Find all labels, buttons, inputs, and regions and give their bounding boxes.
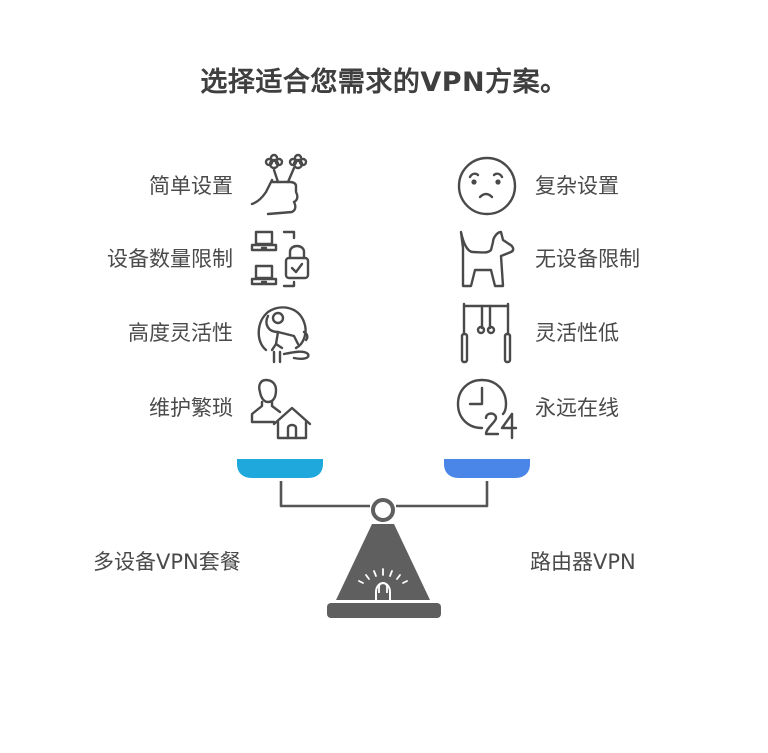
left-option-label: 多设备VPN套餐 [93, 550, 241, 574]
right-feature-3-label: 灵活性低 [535, 321, 619, 345]
clock-24-icon [456, 376, 520, 440]
right-pan [444, 459, 530, 478]
left-feature-1-label: 简单设置 [149, 174, 233, 198]
dog-icon [457, 228, 519, 290]
right-feature-4-label: 永远在线 [535, 396, 619, 420]
left-pan [237, 459, 323, 478]
right-feature-1-label: 复杂设置 [535, 174, 619, 198]
person-with-house-icon [250, 376, 314, 440]
laptops-with-lock-icon [250, 228, 314, 292]
flexible-gymnast-icon [254, 302, 314, 364]
hand-holding-flowers-icon [248, 152, 314, 218]
page-title: 选择适合您需求的VPN方案。 [200, 67, 568, 98]
left-feature-4-label: 维护繁琐 [149, 396, 233, 420]
confused-face-icon [456, 155, 518, 217]
right-option-label: 路由器VPN [530, 550, 636, 574]
left-feature-3-label: 高度灵活性 [128, 321, 233, 345]
left-feature-2-label: 设备数量限制 [107, 247, 233, 271]
right-feature-2-label: 无设备限制 [535, 247, 640, 271]
rigid-rings-icon [460, 302, 520, 364]
